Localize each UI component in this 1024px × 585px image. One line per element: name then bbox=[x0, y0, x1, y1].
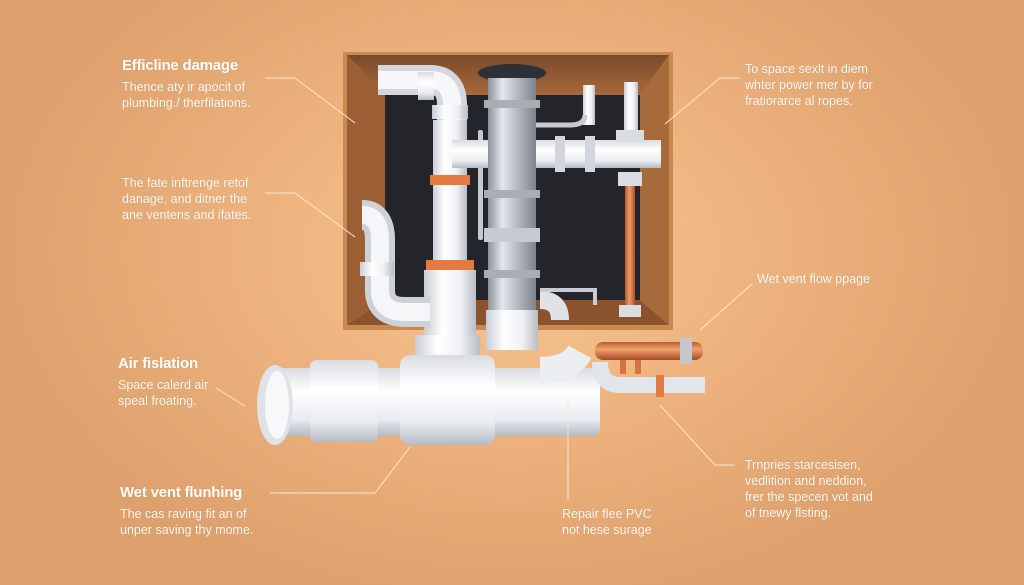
callout-wet-vent-flow: Wet vent flow ppage bbox=[757, 271, 957, 287]
callout-wet-vent-flushing: Wet vent flunhing The cas raving fit an … bbox=[120, 484, 320, 538]
callout-efficline-damage: Efficline damage Thence aty ir apocit of… bbox=[122, 57, 322, 111]
drain-assembly bbox=[257, 288, 705, 445]
callout-bottom-right: Trnpries starcesisen, vedlition and nedd… bbox=[745, 457, 925, 521]
callout-body: The cas raving fit an of unper saving th… bbox=[120, 507, 254, 537]
callout-air-fislation: Air fislation Space calerd air speal fro… bbox=[118, 355, 298, 409]
callout-title: Wet vent flunhing bbox=[120, 484, 243, 501]
horizontal-branch bbox=[452, 85, 661, 172]
callout-damage-venting: The fate inftrenge retof danage, and dit… bbox=[122, 175, 322, 223]
callout-body: Thence aty ir apocit of plumbing./ therf… bbox=[122, 80, 251, 110]
callout-body: Repair flee PVC not hese surage bbox=[562, 507, 652, 537]
callout-title: Efficline damage bbox=[122, 57, 239, 74]
callout-top-right: To space sexlt in diem whter power mer b… bbox=[745, 61, 945, 109]
left-trap-pipe bbox=[360, 200, 430, 327]
callout-body: The fate inftrenge retof danage, and dit… bbox=[122, 176, 252, 222]
copper-riser bbox=[616, 82, 644, 317]
callout-body: Space calerd air speal froating. bbox=[118, 378, 209, 408]
callout-repair-pvc: Repair flee PVC not hese surage bbox=[562, 506, 702, 538]
callout-body: Wet vent flow ppage bbox=[757, 272, 871, 286]
callout-body: Trnpries starcesisen, vedlition and nedd… bbox=[745, 458, 873, 520]
leader-lines bbox=[215, 77, 753, 500]
callout-body: To space sexlt in diem whter power mer b… bbox=[745, 62, 873, 108]
callout-title: Air fislation bbox=[118, 355, 198, 372]
main-stack bbox=[478, 64, 546, 328]
